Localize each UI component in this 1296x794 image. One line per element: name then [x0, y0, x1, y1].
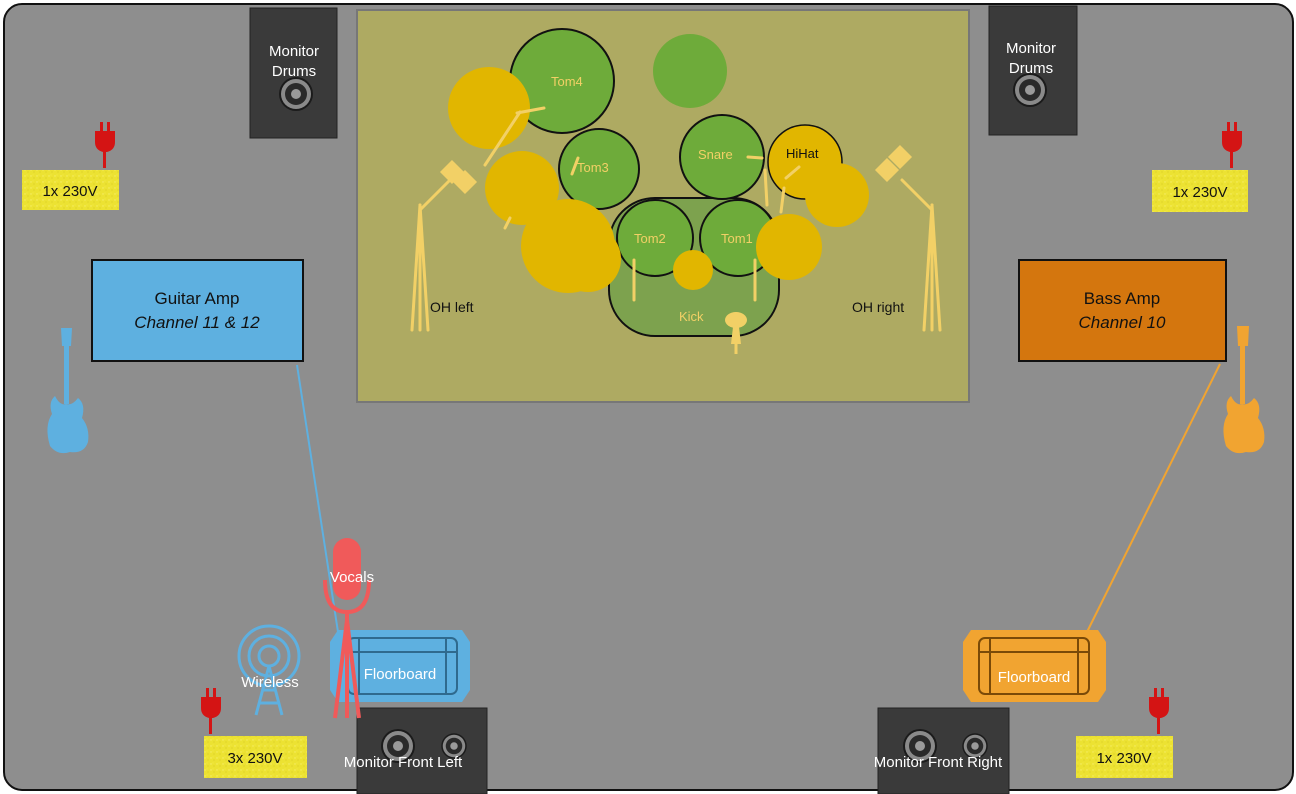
guitar-icon — [47, 328, 89, 454]
oh-left-label: OH left — [430, 299, 474, 315]
vocals-label: Vocals — [330, 569, 374, 586]
drum-mic-stands — [483, 106, 801, 302]
floorboard-right-label: Floorboard — [998, 669, 1071, 686]
cymbal-splash — [485, 151, 559, 225]
speaker-icon — [1013, 73, 1047, 107]
power-top-right: 1x 230V — [1152, 122, 1248, 212]
monitor-front-left-label: Monitor Front Left — [344, 754, 463, 771]
floorboard-right: Floorboard — [963, 630, 1106, 702]
guitar-amp: Guitar Amp Channel 11 & 12 — [91, 259, 304, 362]
power-bottom-right-label: 1x 230V — [1096, 750, 1151, 767]
monitor-drums-left-label-2: Drums — [272, 63, 316, 80]
guitar-cable — [296, 364, 339, 633]
antenna-icon — [237, 624, 301, 716]
power-bottom-left-label: 3x 230V — [227, 750, 282, 767]
power-top-left: 1x 230V — [22, 122, 119, 210]
monitor-drums-right: Monitor Drums — [988, 5, 1078, 136]
guitar-amp-name: Guitar Amp — [154, 289, 239, 308]
snare-label: Snare — [698, 147, 733, 162]
bass-amp: Bass Amp Channel 10 — [1018, 259, 1227, 362]
cymbal-crash-left — [448, 67, 530, 149]
floorboard-icon — [978, 637, 1090, 695]
oh-right-label: OH right — [852, 299, 904, 315]
cowbell-pad — [673, 250, 713, 290]
tom3-drum — [558, 128, 640, 210]
bass-amp-name: Bass Amp — [1084, 289, 1161, 308]
tom2-label: Tom2 — [634, 231, 666, 246]
bass-guitar-icon — [1223, 326, 1265, 454]
monitor-drums-right-label-1: Monitor — [1006, 40, 1056, 57]
tom2-drum — [616, 199, 694, 277]
guitar-amp-channel: Channel 11 & 12 — [134, 313, 260, 332]
tom1-label: Tom1 — [721, 231, 753, 246]
snare-drum — [679, 114, 765, 200]
power-bottom-left: 3x 230V — [201, 688, 307, 778]
ride-stand-pad — [653, 34, 727, 108]
monitor-front-right: Monitor Front Right — [874, 707, 1010, 794]
power-top-left-label: 1x 230V — [42, 183, 97, 200]
oh-right-mic-icon — [874, 144, 942, 332]
monitor-drums-left-label-1: Monitor — [269, 43, 319, 60]
oh-left-mic-icon — [410, 159, 478, 332]
wireless-label: Wireless — [241, 674, 299, 691]
bass-amp-channel: Channel 10 — [1079, 313, 1167, 332]
monitor-front-left: Monitor Front Left — [344, 707, 488, 794]
kick-label: Kick — [679, 309, 704, 324]
cymbal-ride-right — [756, 214, 822, 280]
monitor-drums-left: Monitor Drums — [249, 7, 338, 139]
monitor-front-right-label: Monitor Front Right — [874, 754, 1003, 771]
tom4-label: Tom4 — [551, 74, 583, 89]
floorboard-left-label: Floorboard — [364, 666, 437, 683]
tom3-label: Tom3 — [577, 160, 609, 175]
kick-mic-icon — [725, 312, 747, 354]
cymbal-crash-right — [805, 163, 869, 227]
microphone-icon — [323, 538, 371, 719]
speaker-icon — [279, 77, 313, 111]
hihat-label: HiHat — [786, 146, 819, 161]
bass-cable — [1085, 363, 1221, 635]
power-top-right-label: 1x 230V — [1172, 184, 1227, 201]
cymbal-ride — [555, 226, 621, 292]
power-bottom-right: 1x 230V — [1076, 688, 1173, 778]
monitor-drums-right-label-2: Drums — [1009, 60, 1053, 77]
